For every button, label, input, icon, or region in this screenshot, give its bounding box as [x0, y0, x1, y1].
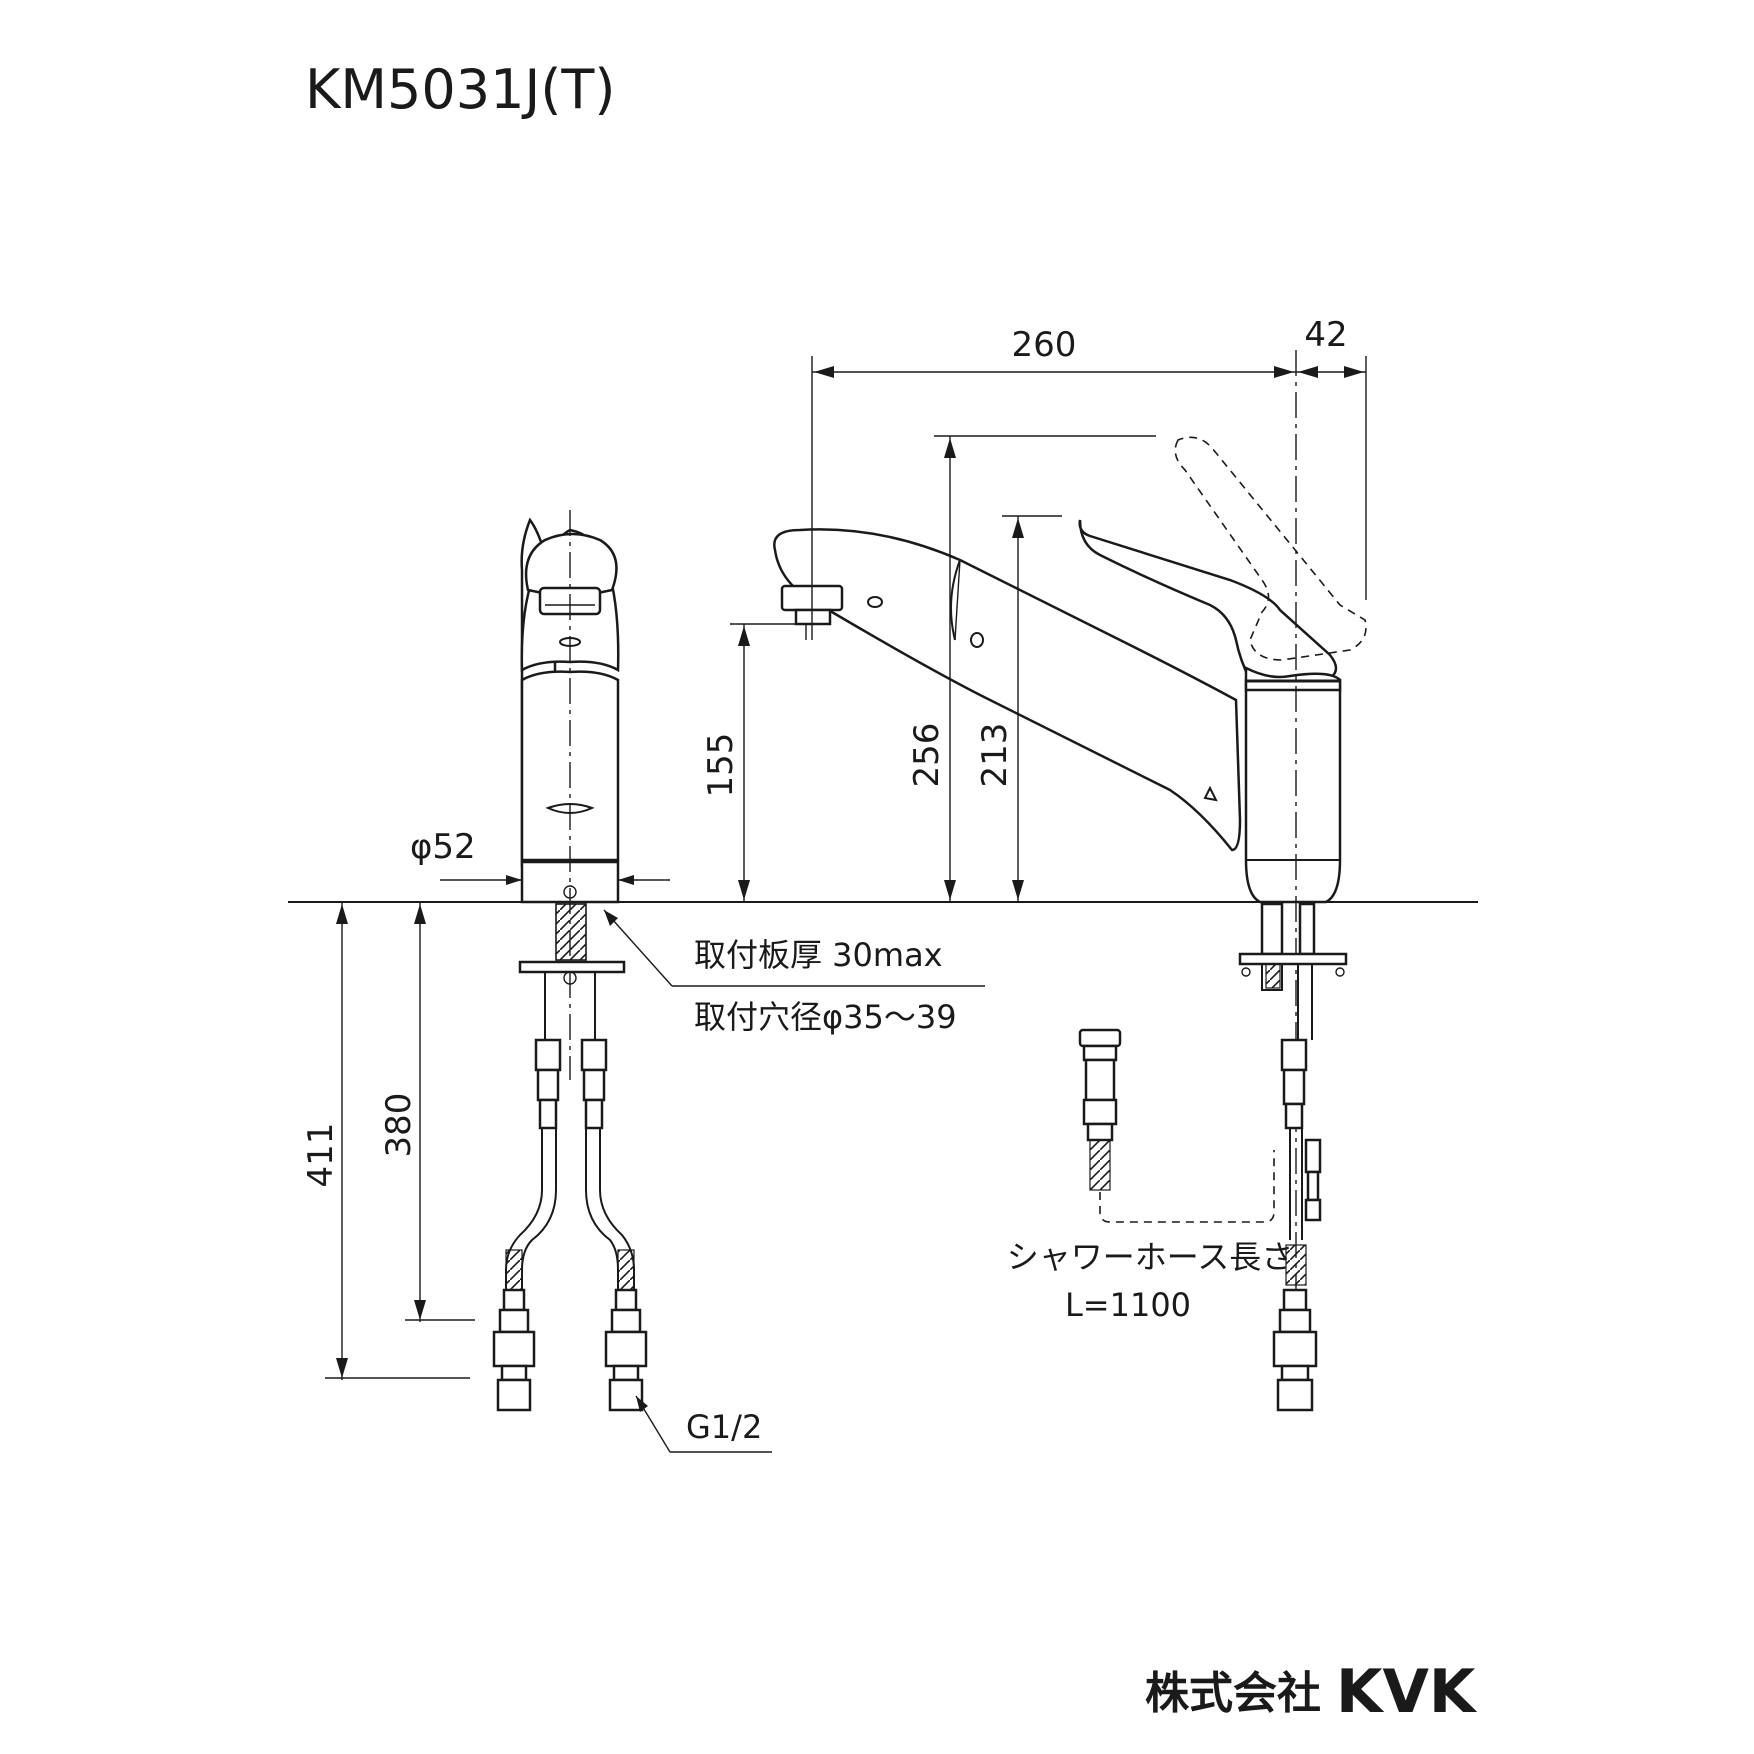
height-dimensions [730, 435, 1156, 902]
spout-reach-label: 260 [1012, 325, 1077, 365]
horizontal-dimensions [811, 356, 1367, 640]
mount-hole-note: 取付穴径φ35～39 [694, 998, 957, 1036]
hose-depth-label: 380 [379, 1093, 419, 1158]
mount-note-leaders [603, 909, 985, 1453]
model-title: KM5031J(T) [305, 58, 615, 121]
handle-offset-label: 42 [1304, 315, 1347, 355]
overall-depth-label: 411 [301, 1123, 341, 1188]
kvk-logo: KVK [1336, 1657, 1478, 1727]
shower-hose-length: L=1100 [1065, 1286, 1191, 1324]
handle-height-label: 256 [907, 723, 947, 788]
body-height-label: 213 [975, 723, 1015, 788]
base-diameter-label: φ52 [410, 827, 476, 867]
depth-dimensions [325, 902, 475, 1380]
mount-thickness-note: 取付板厚 30max [694, 936, 943, 974]
company-name: 株式会社 [1145, 1668, 1321, 1719]
front-view [440, 510, 670, 1412]
shower-hose-label: シャワーホース長さ [1007, 1238, 1293, 1276]
spout-height-label: 155 [701, 733, 741, 798]
thread-note: G1/2 [686, 1408, 762, 1446]
